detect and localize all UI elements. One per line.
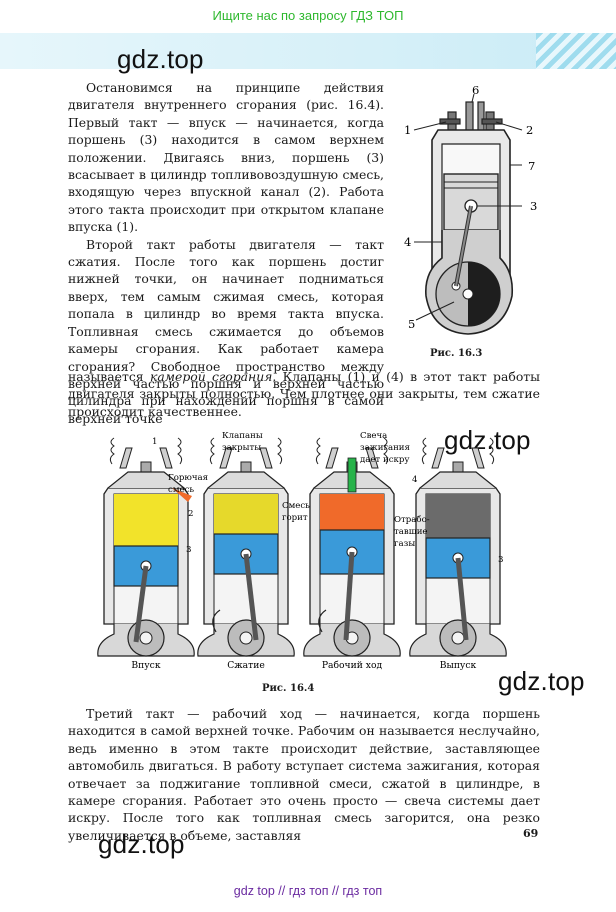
watermark: gdz.top <box>98 829 185 859</box>
fig163-label-6: 6 <box>472 83 479 97</box>
label-burning-2: горит <box>282 513 308 523</box>
top-banner[interactable]: Ищите нас по запросу ГДЗ ТОП <box>212 8 404 23</box>
watermark: gdz.top <box>444 425 531 455</box>
footer-links[interactable]: gdz top // гдз топ // гдз топ <box>233 884 383 898</box>
exhaust-gas <box>426 494 490 538</box>
figure-16-4: 1 2 3 Горючая смесь Клапаны закрыты Свеч… <box>97 431 507 671</box>
engine-intake: 1 2 3 <box>97 437 195 657</box>
term-combustion-chamber: камерой сгорания <box>149 369 273 384</box>
intake-label-1: 1 <box>152 437 157 447</box>
mixture-intake <box>114 494 178 546</box>
stroke-label-power: Рабочий ход <box>322 660 383 671</box>
label-spark-2: зажигания <box>360 443 410 453</box>
label-exhaust-1: Отрабо- <box>394 514 430 525</box>
crankcase <box>425 205 514 335</box>
header-stripes <box>536 33 616 69</box>
watermark: gdz.top <box>117 44 204 74</box>
figure-16-3: 1 2 3 4 5 6 7 <box>404 83 537 335</box>
fig163-label-1: 1 <box>404 123 411 137</box>
fig163-label-7: 7 <box>528 159 535 173</box>
paragraph-1-block: Остановимся на принципе действия двигате… <box>68 79 384 427</box>
label-valves-closed-1: Клапаны <box>222 431 263 441</box>
engine-compression <box>197 437 295 657</box>
fig163-label-2: 2 <box>526 123 533 137</box>
paragraph-2-cont-b: . Клапаны (1) и (4) в этот такт работы д… <box>68 369 541 419</box>
figure-16-3-caption: Рис. 16.3 <box>430 348 483 359</box>
label-exhaust-2: тавшие <box>394 527 428 537</box>
intake-label-2: 2 <box>188 509 193 519</box>
intake-label-3: 3 <box>186 545 191 555</box>
label-hot-mixture-2: смесь <box>168 485 194 495</box>
engine-power <box>303 437 401 657</box>
mixture-burning <box>320 494 384 530</box>
paragraph-3-block: Третий такт — рабочий ход — начинается, … <box>68 705 540 844</box>
label-spark-3: дает искру <box>360 455 409 465</box>
label-burning-1: Смесь <box>282 501 310 511</box>
fig163-label-5: 5 <box>408 317 415 331</box>
page-number: 69 <box>523 827 539 840</box>
engine-exhaust: 4 3 <box>409 437 507 657</box>
header-band <box>0 33 616 69</box>
mixture-compression <box>214 494 278 534</box>
paragraph-2: Второй такт работы двигателя — такт сжат… <box>68 236 384 426</box>
label-exhaust-3: газы <box>394 539 415 549</box>
watermark: gdz.top <box>498 666 585 696</box>
paragraph-1: Остановимся на принципе действия двигате… <box>68 80 384 235</box>
label-hot-mixture-1: Горючая <box>168 473 208 483</box>
exhaust-label-4: 4 <box>412 475 418 485</box>
stroke-label-compression: Сжатие <box>227 660 265 671</box>
piston <box>443 173 499 231</box>
paragraph-2-cont-a: называется <box>68 369 150 384</box>
stroke-label-intake: Впуск <box>131 660 160 671</box>
figure-16-3-leaders <box>413 93 523 321</box>
fig163-label-3: 3 <box>530 199 537 213</box>
paragraph-3: Третий такт — рабочий ход — начинается, … <box>68 706 540 843</box>
label-spark-1: Свеча <box>360 431 387 441</box>
spark-plug <box>347 457 357 493</box>
figure-16-4-caption: Рис. 16.4 <box>262 683 315 694</box>
label-valves-closed-2: закрыты <box>222 443 261 453</box>
exhaust-label-3: 3 <box>498 555 503 565</box>
stroke-label-exhaust: Выпуск <box>440 660 477 671</box>
paragraph-2-continued: называется камерой сгорания. Клапаны (1)… <box>68 368 540 420</box>
valve-assembly <box>439 101 503 133</box>
fig163-label-4: 4 <box>404 235 411 249</box>
